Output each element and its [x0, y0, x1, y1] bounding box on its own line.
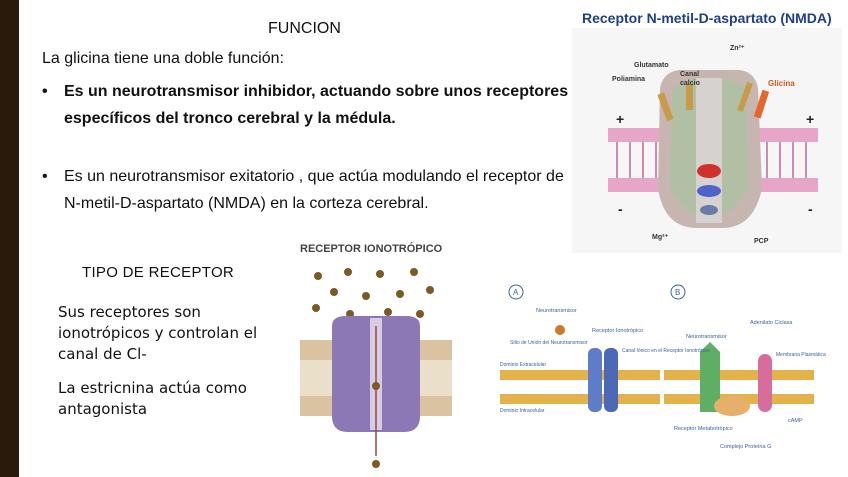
- bullet-text: Es un neurotransmisor inhibidor, actuand…: [64, 83, 569, 127]
- zinc-label: Zn²⁺: [730, 45, 745, 52]
- panel-a-label: A: [513, 288, 519, 297]
- poliamina-label: Poliamina: [612, 76, 645, 83]
- adenilato-label: Adenilato Ciclasa: [750, 320, 793, 326]
- bullet-dot: •: [42, 83, 48, 100]
- pcp-label: PCP: [754, 238, 769, 245]
- calcio-label: calcio: [680, 80, 700, 87]
- intro-text: La glicina tiene una doble función:: [42, 50, 284, 67]
- glicina-label: Glicina: [768, 79, 795, 88]
- bullet-text: Es un neurotransmisor exitatorio , que a…: [64, 168, 564, 212]
- canal-label: Canal: [680, 71, 699, 78]
- receptor-ionotropico-label: Receptor Ionotrópico: [592, 328, 643, 334]
- bullet-dot: •: [42, 168, 48, 185]
- neurotransmisor-b-label: Neurotransmisor: [686, 334, 727, 340]
- ligand-molecules: [312, 268, 434, 318]
- canal-ionico-label: Canal Iónico en el Receptor Ionotrópico: [622, 348, 710, 354]
- minus-right: -: [808, 201, 813, 217]
- plus-right: +: [806, 111, 814, 127]
- extracelular-label: Dominio Extracelular: [500, 362, 546, 368]
- comparison-figure: A B Neurotransmisor Receptor Ionotrópico…: [500, 282, 835, 467]
- receptor-description: Sus receptores son ionotrópicos y contro…: [58, 303, 258, 363]
- ionotropic-title: RECEPTOR IONOTRÓPICO: [300, 242, 443, 255]
- left-accent-bar: [0, 0, 19, 477]
- membrana-label: Membrana Plasmática: [776, 352, 826, 358]
- plus-left: +: [616, 111, 624, 127]
- ionotropic-receptor-figure: RECEPTOR IONOTRÓPICO: [296, 236, 456, 476]
- ligand-sticks: [657, 81, 770, 122]
- ionotropic-diagram: RECEPTOR IONOTRÓPICO: [300, 242, 452, 468]
- nmda-figure-title: Receptor N-metil-D-aspartato (NMDA): [582, 10, 832, 26]
- minus-left: -: [618, 201, 623, 217]
- magnesium-label: Mg²⁺: [652, 234, 668, 241]
- sitio-union-label: Sitio de Unión del Neurotransmisor: [510, 340, 588, 346]
- antagonist-note: La estricnina actúa como antagonista: [58, 379, 247, 418]
- neurotransmisor-label: Neurotransmisor: [536, 308, 577, 314]
- nmda-diagram: Glutamato Poliamina Canal calcio Zn²⁺ Gl…: [572, 28, 842, 253]
- comparison-diagram: A B Neurotransmisor Receptor Ionotrópico…: [500, 284, 826, 450]
- panel-b-label: B: [675, 288, 680, 297]
- proteina-g-label: Complejo Proteína G: [720, 444, 771, 450]
- intracelular-label: Dominio Intracelular: [500, 408, 545, 414]
- nmda-receptor-figure: Glutamato Poliamina Canal calcio Zn²⁺ Gl…: [572, 28, 842, 253]
- metabotropico-label: Receptor Metabotrópico: [674, 426, 733, 432]
- nmda-channel: [658, 69, 762, 228]
- camp-label: cAMP: [788, 418, 803, 424]
- glutamato-label: Glutamato: [634, 62, 669, 69]
- receptor-type-heading: TIPO DE RECEPTOR: [82, 264, 235, 281]
- slide-title: FUNCION: [268, 20, 341, 37]
